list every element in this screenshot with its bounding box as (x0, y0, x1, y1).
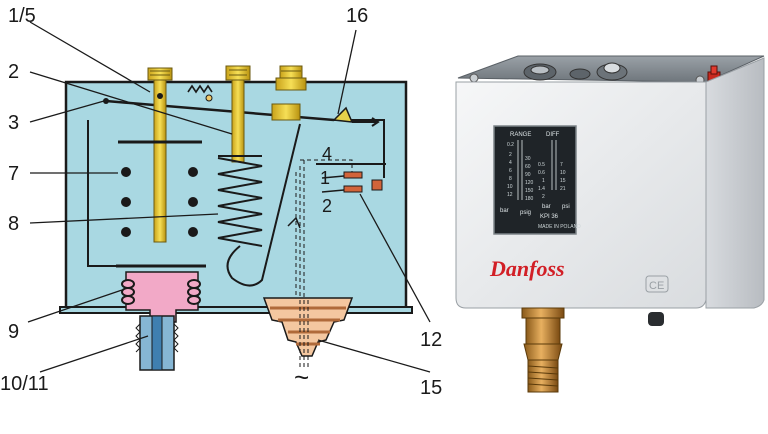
contact-1 (343, 171, 363, 179)
callout-9: 9 (8, 321, 19, 343)
callout-12: 12 (420, 329, 442, 351)
leader-1-5 (29, 21, 151, 93)
ac-symbol: ~ (294, 362, 309, 392)
leader-10-11 (39, 335, 149, 373)
wiring-dashed (295, 160, 305, 310)
scale-window (493, 125, 577, 235)
svg-text:2: 2 (542, 194, 545, 200)
contact-moving (371, 179, 383, 191)
contact-2 (343, 185, 363, 193)
leader-3 (29, 100, 105, 123)
svg-text:0.2: 0.2 (507, 142, 514, 148)
svg-text:150: 150 (525, 188, 534, 194)
callout-16: 16 (346, 5, 368, 27)
svg-text:12: 12 (507, 192, 513, 198)
small-spring (187, 84, 213, 94)
cable-entry (262, 297, 354, 357)
diff-spindle (231, 79, 245, 163)
diff-knob (569, 68, 591, 80)
svg-text:7: 7 (560, 162, 563, 168)
unit-psig: psig (520, 210, 531, 216)
ce-mark: CE (649, 280, 664, 292)
range-label: RANGE (510, 132, 531, 138)
callout-3: 3 (8, 112, 19, 134)
svg-text:180: 180 (525, 196, 534, 202)
main-spring-coils (121, 167, 198, 237)
callout-7: 7 (8, 163, 19, 185)
svg-text:10: 10 (560, 170, 566, 176)
bellows (125, 271, 199, 323)
svg-text:6: 6 (509, 168, 512, 174)
leader-12 (359, 193, 431, 323)
bellows-folds (121, 279, 201, 305)
callout-10-11: 10/11 (0, 373, 49, 395)
diff-scale: 0.5 0.6 1 1.4 2 (538, 162, 545, 200)
bottom-foot (648, 312, 664, 326)
callout-8: 8 (8, 213, 19, 235)
range-screw (147, 67, 173, 81)
made-in-label: MADE IN POLAND (538, 224, 581, 230)
svg-text:90: 90 (525, 172, 531, 178)
svg-text:4: 4 (509, 160, 512, 166)
schematic: 4 1 2 1/5 2 3 7 8 9 10/11 16 12 15 ~ (0, 5, 442, 399)
range-scale: 0.2 2 4 6 8 10 12 (507, 142, 514, 198)
psig-scale: 30 60 90 120 150 180 (525, 156, 534, 202)
base-plate (59, 306, 413, 314)
svg-text:60: 60 (525, 164, 531, 170)
leader-9 (27, 289, 123, 323)
leader-15 (317, 339, 431, 373)
svg-text:0.5: 0.5 (538, 162, 545, 168)
diff-screw (225, 65, 251, 81)
range-spindle (153, 79, 167, 243)
leader-8 (29, 213, 219, 224)
diff-label: DIFF (546, 132, 560, 138)
psi-scale: 7 10 15 21 (560, 162, 566, 192)
device-photo: RANGE DIFF 0.2 2 4 6 8 10 12 30 60 90 12… (455, 55, 765, 393)
leader-2 (29, 71, 233, 135)
diff-spring (217, 157, 263, 247)
svg-text:15: 15 (560, 178, 566, 184)
ce-mark-box (645, 275, 669, 293)
svg-text:21: 21 (560, 186, 566, 192)
terminal-block (271, 103, 301, 121)
svg-text:10: 10 (507, 184, 513, 190)
spring-hook-arm (226, 123, 301, 287)
brass-connector (521, 307, 565, 393)
svg-text:2: 2 (509, 152, 512, 158)
unit-bar-left: bar (500, 208, 509, 214)
label-contact-1: 1 (320, 168, 330, 188)
svg-text:120: 120 (525, 180, 534, 186)
model-label: KPI 36 (540, 214, 559, 220)
brand-logo: Danfoss (489, 256, 565, 281)
callout-15: 15 (420, 377, 442, 399)
label-contact-2: 2 (322, 196, 332, 216)
arrow-mark (287, 216, 301, 229)
unit-psi: psi (562, 204, 570, 210)
svg-text:1: 1 (542, 178, 545, 184)
callout-2: 2 (8, 61, 19, 83)
leader-16 (337, 29, 357, 115)
lever-pivot (103, 98, 109, 104)
label-contact-4: 4 (322, 144, 332, 164)
svg-text:1.4: 1.4 (538, 186, 545, 192)
unit-bar-right: bar (542, 204, 551, 210)
snap-switch (332, 106, 354, 123)
spring-pin (205, 94, 213, 102)
device-side (705, 57, 765, 309)
svg-text:0.6: 0.6 (538, 170, 545, 176)
svg-text:30: 30 (525, 156, 531, 162)
terminal-screw (275, 65, 307, 91)
svg-text:8: 8 (509, 176, 512, 182)
callout-1-5: 1/5 (8, 5, 36, 27)
